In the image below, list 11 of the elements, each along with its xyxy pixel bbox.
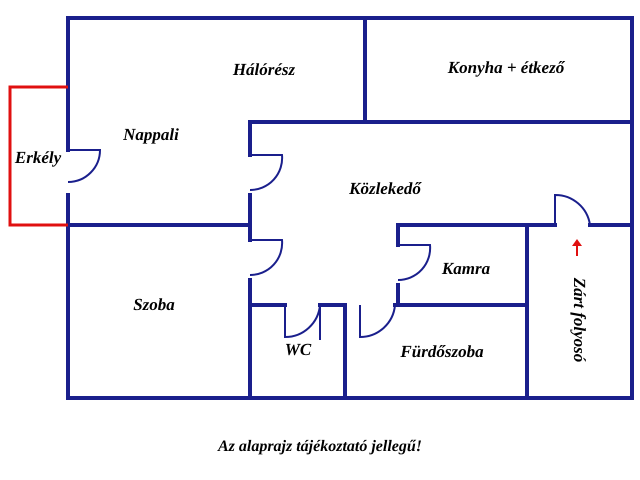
room-label: Közlekedő <box>349 179 421 199</box>
room-label: Fürdőszoba <box>400 342 484 362</box>
room-label: Erkély <box>14 148 62 168</box>
room-label: Kamra <box>442 259 490 279</box>
room-label: Szoba <box>133 295 175 315</box>
room-label: WC <box>284 340 312 360</box>
room-label: Zárt folyosó <box>569 278 589 362</box>
room-label: Nappali <box>123 125 179 145</box>
room-label: Hálórész <box>232 60 296 80</box>
room-label: Konyha + étkező <box>448 58 564 78</box>
caption: Az alaprajz tájékoztató jellegű! <box>216 438 423 456</box>
